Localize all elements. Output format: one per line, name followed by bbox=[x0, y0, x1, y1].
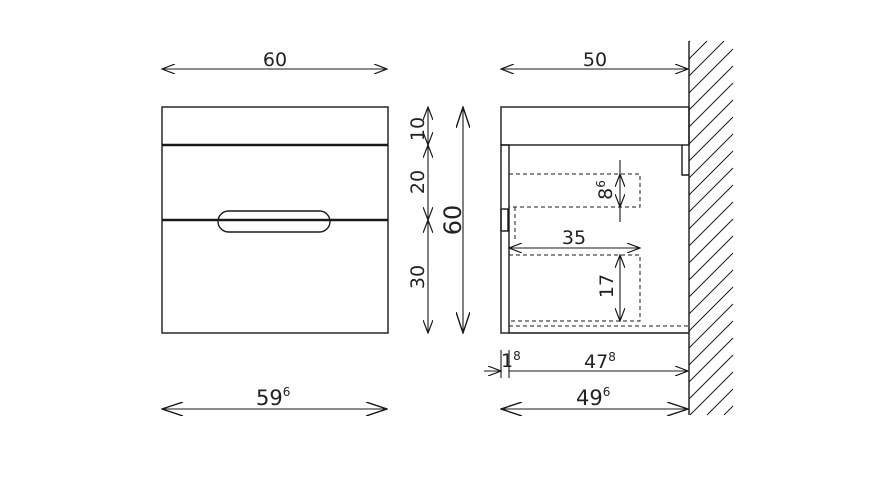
upper-drawer-height-sup: 6 bbox=[594, 180, 608, 188]
hatch-line bbox=[723, 405, 734, 416]
outer-depth-label: 496 bbox=[576, 385, 610, 410]
upper-drawer-height-label: 86 bbox=[594, 180, 617, 200]
hatch-line bbox=[688, 184, 734, 230]
hatch-line bbox=[688, 65, 734, 111]
side-view: 50 86 35 17 bbox=[484, 40, 734, 416]
hatch-line bbox=[688, 150, 734, 196]
front-height-label-bottom: 30 bbox=[407, 265, 429, 289]
drawer-depth-label: 35 bbox=[562, 227, 586, 249]
gap-label: 18 bbox=[501, 349, 521, 372]
hatch-line bbox=[706, 388, 734, 416]
outer-depth-main: 49 bbox=[576, 386, 603, 410]
inner-depth-sup: 8 bbox=[608, 350, 616, 364]
hatch-line bbox=[688, 40, 691, 43]
hatch-line bbox=[688, 235, 734, 281]
inner-depth-main: 47 bbox=[584, 351, 608, 373]
front-height-label-top: 10 bbox=[407, 117, 429, 141]
inner-depth-label: 478 bbox=[584, 350, 616, 373]
drawer-handle bbox=[217, 210, 331, 233]
hatch-line bbox=[688, 48, 734, 94]
hatch-line bbox=[688, 99, 734, 145]
lower-drawer-outline bbox=[508, 254, 641, 322]
gap-sup: 8 bbox=[513, 349, 521, 363]
hatch-line bbox=[688, 40, 708, 60]
hatch-line bbox=[688, 116, 734, 162]
front-total-height-label: 60 bbox=[439, 205, 467, 236]
hatch-line bbox=[688, 82, 734, 128]
hatch-line bbox=[688, 320, 734, 366]
side-handle-profile bbox=[500, 208, 509, 232]
hatch-line bbox=[688, 303, 734, 349]
front-top-width-label: 60 bbox=[263, 49, 287, 71]
outer-depth-sup: 6 bbox=[603, 385, 611, 399]
wall-bracket bbox=[681, 145, 689, 176]
wall-hatching bbox=[688, 40, 734, 416]
hatch-line bbox=[688, 218, 734, 264]
hatch-line bbox=[689, 371, 734, 416]
hatch-line bbox=[688, 167, 734, 213]
hatch-line bbox=[688, 354, 734, 400]
hatch-line bbox=[688, 337, 734, 383]
hatch-line bbox=[688, 40, 725, 77]
front-view: 60 10 20 30 60 596 bbox=[162, 49, 467, 410]
hatch-line bbox=[688, 286, 734, 332]
lower-drawer-height-label: 17 bbox=[596, 274, 618, 298]
side-front-panel bbox=[500, 144, 510, 334]
front-bottom-width-main: 59 bbox=[256, 386, 283, 410]
side-top-depth-label: 50 bbox=[583, 49, 607, 71]
side-top-panel bbox=[500, 106, 690, 146]
upper-drawer-height-main: 8 bbox=[595, 188, 617, 200]
hatch-line bbox=[688, 133, 734, 179]
hatch-line bbox=[688, 269, 734, 315]
gap-main: 1 bbox=[501, 350, 513, 372]
front-bottom-width-label: 596 bbox=[256, 385, 290, 410]
upper-drawer-outline bbox=[508, 173, 641, 208]
front-bottom-width-sup: 6 bbox=[283, 385, 291, 399]
hatch-line bbox=[688, 201, 734, 247]
front-height-label-middle: 20 bbox=[407, 170, 429, 194]
hatch-line bbox=[688, 252, 734, 298]
